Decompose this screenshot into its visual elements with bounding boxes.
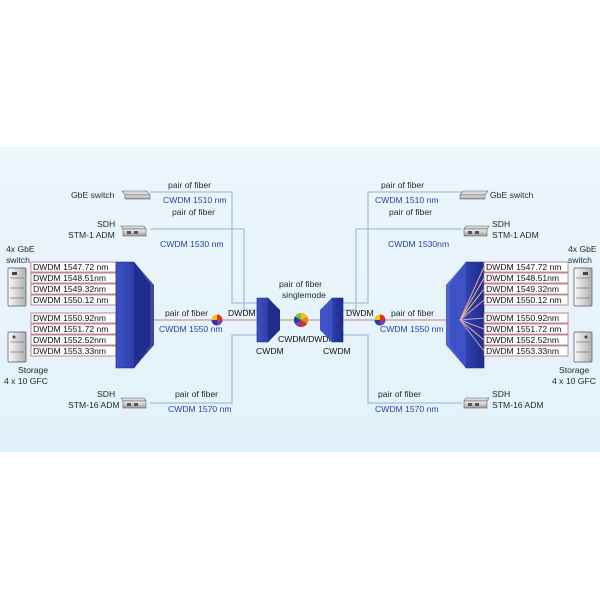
right-fiber2-label: pair of fiber [389,207,432,217]
left-color-wheel-icon [211,314,223,326]
right-dwdm-label-5: DWDM 1550.92nm [486,313,559,323]
right-sdh-adm-icon [463,225,490,237]
right-dwdm-box-5 [483,312,569,324]
right-dwdm-label-2: DWDM 1548.51nm [486,273,559,283]
right-cwdm-mux-icon [320,297,344,343]
left-dwdm-label-7: DWDM 1552.52nm [33,335,106,345]
center-label-line2: singlemode [282,290,326,300]
right-fiber2-wavelength: CWDM 1530nm [388,239,449,249]
left-fiber3-label: pair of fiber [165,308,208,318]
left-fiber4-wavelength: CWDM 1570 nm [168,404,232,414]
left-fiber3-wavelength: CWDM 1550 nm [159,324,223,334]
right-cwdm-tag: CWDM [323,346,351,356]
right-dwdm-box-2 [483,272,569,284]
right-dwdm-label-3: DWDM 1549.32nm [486,284,559,294]
right-gbe-switch-icon [459,190,489,200]
left-fiber1-label: pair of fiber [168,180,211,190]
left-sdh16-line2: STM-16 ADM [68,400,120,410]
left-gbe-switch-icon [121,190,151,200]
left-server-icon [7,267,27,307]
right-sdh1-line1: SDH [492,219,510,229]
right-dwdm-fiber-1 [459,266,485,321]
center-cwdm-dwdm: CWDM/DWDM [278,334,336,344]
left-dwdm-label-4: DWDM 1550.12 nm [33,295,108,305]
right-dwdm-label-6: DWDM 1551.72 nm [486,324,561,334]
right-sdh16-line1: SDH [492,389,510,399]
right-fiber-1570 [343,334,462,404]
right-fiber-lines [343,191,462,404]
left-fiber2-wavelength: CWDM 1530 nm [160,239,224,249]
right-storage-line1: Storage [559,365,589,375]
right-storage-icon [573,331,593,363]
right-fiber-1530 [343,228,462,311]
left-dwdm-label-6: DWDM 1551.72 nm [33,324,108,334]
left-dwdm-tag: DWDM [228,308,256,318]
left-storage-icon [7,331,27,363]
left-storage-line2: 4 x 10 GFC [4,376,48,386]
right-sdh16-line2: STM-16 ADM [492,400,544,410]
right-fiber4-label: pair of fiber [378,389,421,399]
right-dwdm-fiber-7 [459,319,485,341]
right-switch4x-line2: switch [568,255,592,265]
right-switch4x-line1: 4x GbE [568,244,597,254]
left-switch4x-line2: switch [6,255,30,265]
right-dwdm-box-8 [483,345,569,357]
right-color-wheel-icon [374,314,386,326]
right-dwdm-fiber-3 [459,288,485,321]
left-sdh16-line1: SDH [97,389,115,399]
right-fiber1-label: pair of fiber [381,180,424,190]
right-dwdm-box-4 [483,294,569,306]
right-dwdm-box-6 [483,323,569,335]
right-storage-line2: 4 x 10 GFC [552,376,596,386]
left-dwdm-label-5: DWDM 1550.92nm [33,313,106,323]
right-dwdm-fiber-6 [459,319,485,330]
left-dwdm-label-8: DWDM 1553.33nm [33,346,106,356]
center-color-wheel-icon [293,312,309,328]
right-dwdm-label-4: DWDM 1550.12 nm [486,295,561,305]
left-dwdm-mux-icon [115,261,154,369]
right-dwdm-fiber-4 [459,299,485,321]
right-dwdm-fiber-8 [459,319,485,352]
left-dwdm-label-2: DWDM 1548.51nm [33,273,106,283]
left-sdh1-line2: STM-1 ADM [68,230,115,240]
left-cwdm-mux-icon [256,297,280,343]
right-dwdm-box-7 [483,334,569,346]
center-label-line1: pair of fiber [279,279,322,289]
right-server-icon [573,267,593,307]
right-dwdm-tag: DWDM [346,308,374,318]
right-dwdm-fiber-5 [459,317,485,321]
right-sdh16-icon [463,397,490,409]
left-gbe-switch-label: GbE switch [71,190,115,200]
right-fiber3-label: pair of fiber [391,308,434,318]
right-gbe-switch-label: GbE switch [490,190,534,200]
right-dwdm-box-3 [483,283,569,295]
left-fiber-1530 [150,228,257,311]
right-dwdm-box-1 [483,261,569,273]
left-sdh16-icon [120,397,147,409]
left-dwdm-label-1: DWDM 1547.72 nm [33,262,108,272]
left-cwdm-tag: CWDM [256,346,284,356]
left-fiber4-label: pair of fiber [175,389,218,399]
right-dwdm-label-8: DWDM 1553.33nm [486,346,559,356]
left-fiber-1570 [150,334,257,404]
left-dwdm-label-3: DWDM 1549.32nm [33,284,106,294]
right-dwdm-fiber-2 [459,277,485,321]
left-fiber2-label: pair of fiber [172,207,215,217]
right-dwdm-label-1: DWDM 1547.72 nm [486,262,561,272]
right-fiber1-wavelength: CWDM 1510 nm [375,195,439,205]
right-fiber3-wavelength: CWDM 1550 nm [380,324,444,334]
right-sdh1-line2: STM-1 ADM [492,230,539,240]
left-storage-line1: Storage [18,365,48,375]
left-fiber1-wavelength: CWDM 1510 nm [163,195,227,205]
left-fiber-lines [150,191,257,404]
right-dwdm-mux-icon [446,261,485,369]
right-dwdm-label-7: DWDM 1552.52nm [486,335,559,345]
left-sdh1-line1: SDH [97,219,115,229]
left-switch4x-line1: 4x GbE [6,244,35,254]
left-sdh-adm-icon [120,225,147,237]
right-fiber4-wavelength: CWDM 1570 nm [375,404,439,414]
